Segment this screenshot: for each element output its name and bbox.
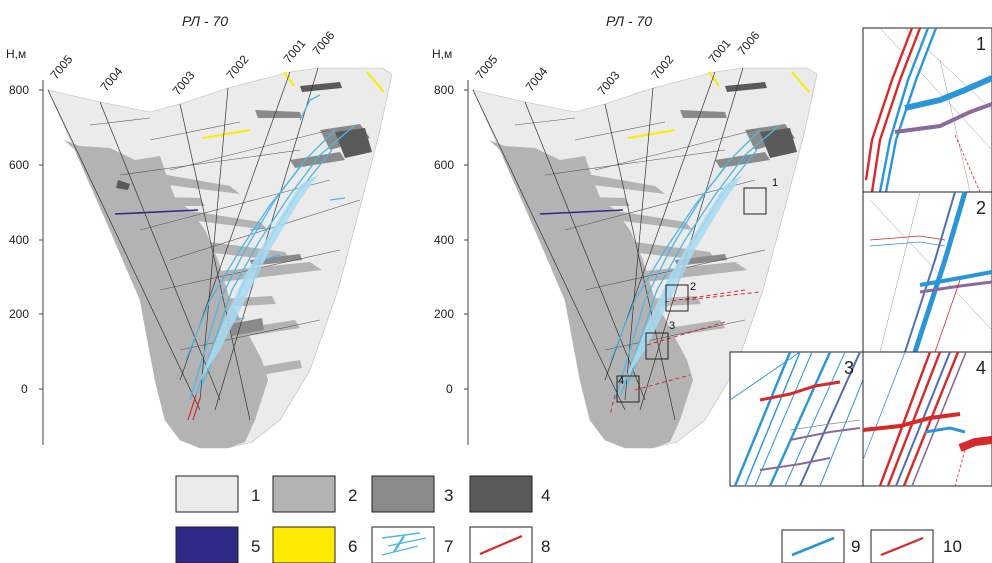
zoom-box-label: 1 [772, 177, 778, 189]
legend-label: 7 [444, 537, 453, 556]
legend-swatch [371, 526, 435, 563]
legend-label: 10 [943, 537, 962, 556]
legend-label: 8 [541, 537, 550, 556]
zoom-box-2 [665, 284, 689, 312]
y-axis-ticks [39, 89, 43, 390]
legend-label: 2 [348, 486, 357, 505]
well-label-7003: 7003 [595, 68, 623, 98]
vein-band [200, 175, 318, 380]
zoom-box-4 [616, 375, 640, 403]
zoom-boxes [616, 187, 767, 403]
section-panel-left: РЛ - 70 Н,м 800 600 400 200 0 [6, 13, 393, 449]
legend-label: 3 [444, 486, 453, 505]
zone-4-patches [116, 82, 372, 190]
legend-item: 8 [469, 526, 550, 563]
well-label-7005: 7005 [473, 52, 501, 82]
legend: 1 2 3 4 5 6 7 [175, 475, 962, 563]
tick-label-200: 200 [9, 307, 29, 321]
yellow-veins [627, 71, 810, 139]
well-label-7005: 7005 [48, 52, 76, 82]
legend-item: 9 [781, 529, 860, 563]
legend-item: 7 [371, 526, 453, 563]
inset-4: 4 [862, 351, 992, 487]
well-label-7004: 7004 [523, 64, 551, 94]
red-lines [609, 289, 761, 416]
y-axis-label: Н,м [432, 47, 452, 61]
tick-label-800: 800 [434, 83, 454, 97]
legend-swatch [371, 475, 435, 513]
well-label-7006: 7006 [310, 28, 338, 58]
well-label-7001: 7001 [281, 36, 309, 66]
tick-label-600: 600 [9, 158, 29, 172]
zoom-box-1 [743, 187, 767, 215]
tick-label-800: 800 [9, 83, 29, 97]
tick-label-400: 400 [9, 233, 29, 247]
panel-title: РЛ - 70 [182, 13, 228, 29]
inset-1: 1 [862, 27, 992, 193]
legend-swatch [272, 526, 336, 563]
y-axis-label: Н,м [6, 47, 26, 61]
zone-5-vein [114, 209, 199, 215]
zone-2-tongues [555, 172, 747, 338]
red-line-icon [479, 534, 523, 556]
well-label-7002: 7002 [649, 52, 677, 82]
vein-band [625, 175, 743, 380]
zoom-box-label: 4 [618, 375, 624, 387]
well-label-7002: 7002 [224, 52, 252, 82]
well-label-7006: 7006 [735, 28, 763, 58]
yellow-veins [202, 71, 385, 139]
legend-swatch [469, 475, 533, 513]
legend-label: 4 [541, 486, 550, 505]
panel-title: РЛ - 70 [606, 13, 652, 29]
zoom-box-label: 2 [690, 281, 696, 293]
legend-label: 1 [251, 486, 260, 505]
well-label-7004: 7004 [98, 64, 126, 94]
zoom-box-label: 3 [669, 320, 675, 332]
legend-item: 4 [469, 475, 550, 513]
inset-number: 2 [976, 198, 986, 218]
inset-number: 1 [976, 34, 986, 54]
blue-line-icon [791, 536, 835, 557]
legend-label: 9 [851, 537, 860, 556]
legend-item: 5 [175, 526, 260, 563]
tick-label-0: 0 [446, 382, 453, 396]
red-line-icon [880, 536, 924, 557]
legend-swatch [175, 526, 239, 563]
legend-swatch [272, 475, 336, 513]
legend-item: 1 [175, 475, 260, 513]
legend-item: 2 [272, 475, 357, 513]
zone-2-area [489, 140, 693, 448]
well-trajectories [472, 67, 744, 421]
inset-number: 4 [976, 358, 986, 378]
zone-2-tongues [130, 172, 322, 378]
well-label-7003: 7003 [170, 68, 198, 98]
legend-item: 6 [272, 526, 357, 563]
tick-label-600: 600 [434, 158, 454, 172]
well-label-7001: 7001 [706, 36, 734, 66]
well-trajectories [47, 67, 319, 421]
inset-3: 3 [729, 351, 864, 487]
legend-label: 6 [348, 537, 357, 556]
zone-5-vein [539, 209, 624, 215]
zoom-box-3 [645, 332, 669, 360]
tick-label-200: 200 [434, 307, 454, 321]
tick-label-0: 0 [21, 382, 28, 396]
inset-number: 3 [844, 358, 854, 378]
tick-label-400: 400 [434, 233, 454, 247]
zone-2-area [64, 140, 268, 448]
y-axis-ticks [464, 89, 468, 390]
legend-item: 10 [870, 529, 962, 563]
legend-item: 3 [371, 475, 453, 513]
zone-4-patches [725, 82, 797, 158]
red-lines [187, 394, 201, 421]
legend-label: 5 [251, 537, 260, 556]
light-blue-vein-icon [381, 532, 427, 556]
legend-swatch [175, 475, 239, 513]
inset-2: 2 [862, 191, 992, 353]
